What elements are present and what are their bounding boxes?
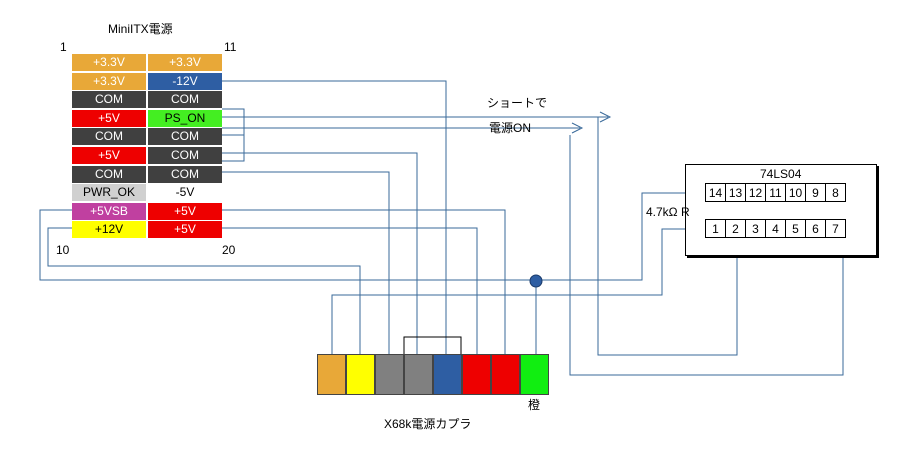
- psu-cell-left-7: COM: [72, 165, 146, 183]
- annotation-power-on: 電源ON: [489, 121, 532, 135]
- wire-com-a: [222, 152, 418, 354]
- psu-cell-right-6: COM: [148, 147, 222, 164]
- ic-pin-11: 11: [765, 183, 786, 202]
- psu-cell-left-2: +3.3V: [72, 72, 146, 90]
- x68k-pin-6: [462, 354, 491, 395]
- psu-cell-right-10: +5V: [148, 221, 222, 239]
- connector-label: X68k電源カプラ: [384, 417, 472, 431]
- psu-cell-right-3: COM: [148, 91, 222, 109]
- psu-title: MiniITX電源: [108, 22, 173, 36]
- wire-com-bracket: [222, 108, 245, 162]
- psu-pin-label-10: 10: [56, 243, 70, 257]
- x68k-pin-4: [404, 354, 433, 395]
- wire-ps-on-return: [597, 117, 738, 356]
- psu-cell-right-8: -5V: [148, 184, 222, 202]
- psu-cell-left-1: +3.3V: [72, 54, 146, 71]
- psu-cell-left-10: +12V: [72, 221, 146, 239]
- ic-pin-7: 7: [825, 219, 846, 238]
- psu-cell-left-9: +5VSB: [72, 202, 146, 220]
- psu-cell-left-4: +5V: [72, 109, 146, 127]
- wire-com-return: [569, 135, 844, 376]
- ic-pin-4: 4: [765, 219, 786, 238]
- psu-cell-right-5: COM: [148, 128, 222, 146]
- wire-5vsb: [39, 192, 705, 281]
- psu-cell-left-6: +5V: [72, 147, 146, 164]
- psu-cell-right-9: +5V: [148, 202, 222, 220]
- x68k-pin-2: [346, 354, 375, 395]
- resistor-label: 4.7kΩ R: [646, 205, 690, 219]
- connector-orange-label: 橙: [528, 398, 541, 412]
- ic-pin-14: 14: [705, 183, 726, 202]
- ic-pin-1: 1: [705, 219, 726, 238]
- psu-cell-right-7: COM: [148, 165, 222, 183]
- ic-pin-3: 3: [745, 219, 766, 238]
- wire-5v-a: [222, 209, 506, 354]
- ic-pin-5: 5: [785, 219, 806, 238]
- ic-name: 74LS04: [760, 167, 802, 181]
- psu-cell-left-3: COM: [72, 91, 146, 109]
- ic-pin-13: 13: [725, 183, 746, 202]
- wire-com-b: [222, 171, 390, 354]
- x68k-pin-7: [491, 354, 520, 395]
- psu-cell-left-5: COM: [72, 128, 146, 146]
- psu-pin-label-20: 20: [222, 243, 236, 257]
- junction-dot: [529, 274, 543, 288]
- x68k-pin-5: [433, 354, 462, 395]
- ic-pin-10: 10: [785, 183, 806, 202]
- ic-pin-6: 6: [805, 219, 826, 238]
- wire-orange: [331, 228, 705, 354]
- psu-cell-right-4: PS_ON: [148, 109, 222, 127]
- ic-pin-8: 8: [825, 183, 846, 202]
- x68k-pin-8: [520, 354, 549, 395]
- psu-cell-right-1: +3.3V: [148, 54, 222, 71]
- x68k-pin-3: [375, 354, 404, 395]
- ic-pin-9: 9: [805, 183, 826, 202]
- psu-cell-right-2: -12V: [148, 72, 222, 90]
- wire-5v-b: [222, 227, 478, 354]
- ic-pin-12: 12: [745, 183, 766, 202]
- annotation-short: ショートで: [487, 96, 548, 110]
- psu-pin-label-1: 1: [60, 40, 67, 54]
- wire-gray-bridge: [403, 336, 462, 354]
- x68k-pin-1: [317, 354, 346, 395]
- arrow-head-1: [599, 111, 612, 123]
- psu-cell-left-8: PWR_OK: [72, 184, 146, 202]
- wire-12v: [47, 227, 361, 354]
- wire-minus12v: [222, 80, 447, 354]
- arrow-head-2: [571, 122, 584, 134]
- ic-pin-2: 2: [725, 219, 746, 238]
- psu-pin-label-11: 11: [224, 40, 237, 54]
